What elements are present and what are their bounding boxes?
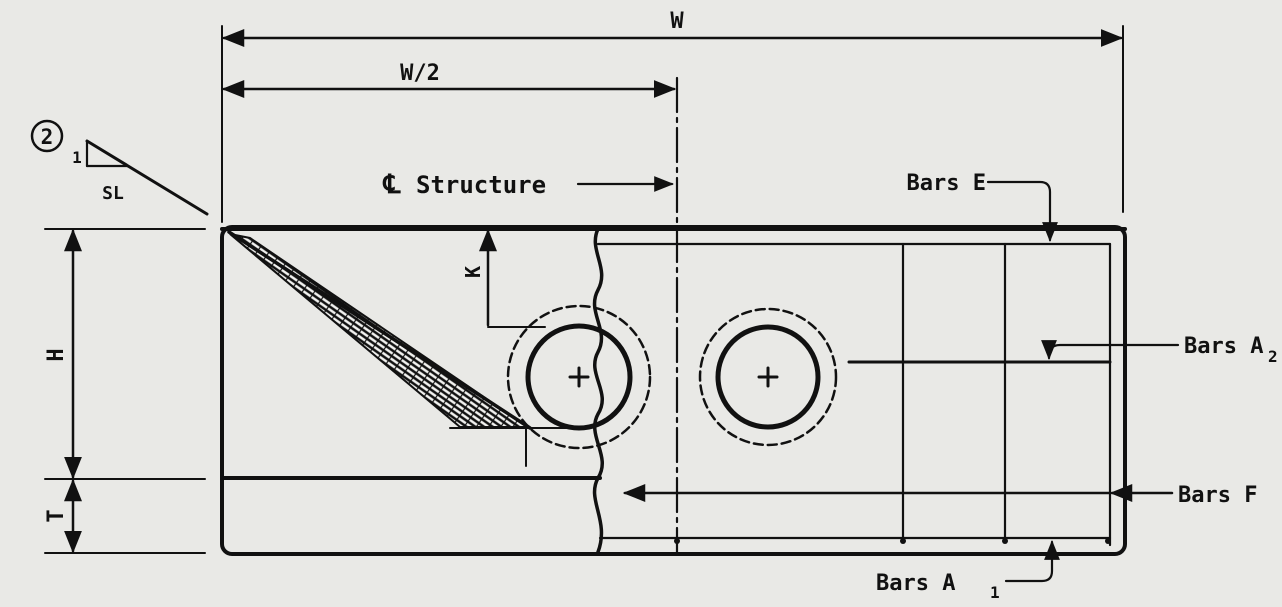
- slope-run-label: SL: [102, 183, 124, 204]
- bars-a1-label: Bars A: [876, 571, 955, 596]
- slope-rise-label: 1: [72, 148, 82, 167]
- bars-a2-leader: [1041, 340, 1180, 360]
- break-line: [592, 227, 604, 554]
- bars-a1-leader: [1004, 540, 1060, 583]
- half-width-label: W/2: [400, 61, 440, 86]
- pipe-right: [698, 307, 838, 447]
- bars-e-leader: [986, 180, 1058, 242]
- bars-f-label: Bars F: [1178, 483, 1257, 508]
- bars-a2-label: Bars A: [1184, 334, 1263, 359]
- headwall-outline: [220, 225, 1127, 556]
- total-width-label: W: [670, 9, 684, 34]
- bars-a1-subscript: 1: [990, 583, 1000, 602]
- slope-triangle: [30, 119, 209, 216]
- centerline-label: Structure: [416, 171, 546, 199]
- total-width-dimension: [221, 25, 1124, 223]
- slope-callout-number: 2: [41, 125, 54, 149]
- pipe-left: [506, 304, 652, 450]
- bars-a2-subscript: 2: [1268, 347, 1278, 366]
- height-dimension: [44, 228, 206, 554]
- cover-label: K: [461, 266, 485, 278]
- reinforcing-bars: [596, 242, 1112, 547]
- bars-e-label: Bars E: [907, 171, 986, 196]
- thickness-label: T: [44, 509, 69, 522]
- cover-dimension: [479, 228, 546, 328]
- centerline-symbol: ℄: [383, 170, 402, 200]
- height-label: H: [44, 348, 69, 361]
